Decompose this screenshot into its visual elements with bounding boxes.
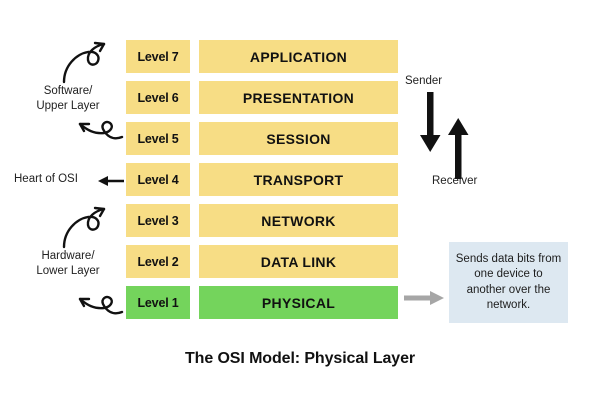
level-label-2: Level 2 <box>126 245 190 278</box>
layer-name-network: NETWORK <box>199 204 398 237</box>
level-label-1: Level 1 <box>126 286 190 319</box>
level-label-7: Level 7 <box>126 40 190 73</box>
level-label-4: Level 4 <box>126 163 190 196</box>
table-row: Level 2 DATA LINK <box>126 245 398 278</box>
osi-layer-stack: Level 7 APPLICATION Level 6 PRESENTATION… <box>126 40 398 327</box>
layer-name-physical: PHYSICAL <box>199 286 398 319</box>
layer-name-transport: TRANSPORT <box>199 163 398 196</box>
curly-arrow-up-icon <box>62 41 106 84</box>
annotation-sender: Sender <box>405 75 443 87</box>
layer-name-data-link: DATA LINK <box>199 245 398 278</box>
table-row: Level 6 PRESENTATION <box>126 81 398 114</box>
annotation-receiver: Receiver <box>432 175 478 187</box>
page-title: The OSI Model: Physical Layer <box>184 350 416 367</box>
table-row: Level 3 NETWORK <box>126 204 398 237</box>
annotation-software-upper-layer: Software/ Upper Layer <box>36 85 100 112</box>
annotation-hardware-lower-layer: Hardware/ Lower Layer <box>36 250 100 277</box>
curly-arrow-down-icon <box>78 295 124 315</box>
callout-text: Sends data bits from one device to anoth… <box>455 252 562 312</box>
arrow-up-icon <box>448 118 469 179</box>
layer-name-application: APPLICATION <box>199 40 398 73</box>
table-row: Level 7 APPLICATION <box>126 40 398 73</box>
layer-name-session: SESSION <box>199 122 398 155</box>
annotation-heart-of-osi: Heart of OSI <box>14 173 78 185</box>
table-row: Level 1 PHYSICAL <box>126 286 398 319</box>
curly-arrow-up-icon <box>62 206 106 249</box>
layer-name-presentation: PRESENTATION <box>199 81 398 114</box>
arrow-down-icon <box>420 92 441 152</box>
arrow-right-icon <box>404 291 444 305</box>
level-label-5: Level 5 <box>126 122 190 155</box>
level-label-3: Level 3 <box>126 204 190 237</box>
table-row: Level 4 TRANSPORT <box>126 163 398 196</box>
table-row: Level 5 SESSION <box>126 122 398 155</box>
physical-layer-callout: Sends data bits from one device to anoth… <box>449 242 568 323</box>
level-label-6: Level 6 <box>126 81 190 114</box>
curly-arrow-down-icon <box>78 120 124 140</box>
